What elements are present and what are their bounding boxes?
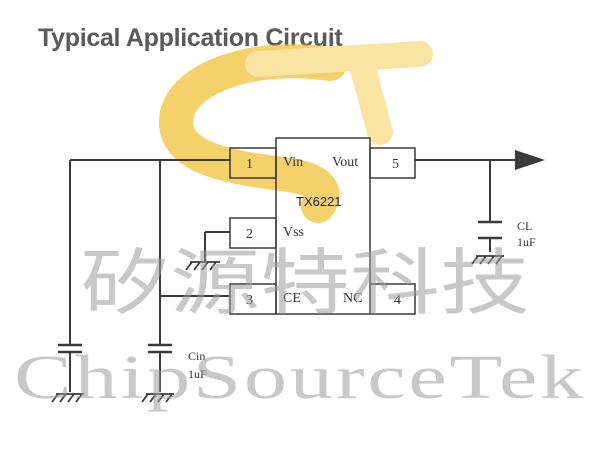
watermark-chinese: 矽源特科技 [80, 241, 530, 325]
wires [69, 159, 520, 392]
left-capacitor [58, 343, 82, 354]
cl-value: 1uF [517, 235, 536, 249]
pin1-number: 1 [246, 157, 253, 172]
pin1-box [229, 147, 277, 179]
pin3-box [229, 283, 277, 315]
pin4-box [369, 283, 416, 315]
logo-s-stroke [158, 44, 347, 223]
pin4-label: NC [343, 291, 362, 306]
watermark-english: ChipSourceTek [14, 344, 586, 412]
cl-name: CL [517, 219, 532, 233]
pin5-number: 5 [392, 157, 399, 172]
pin3-label: CE [283, 291, 301, 306]
pin2-label: Vss [283, 225, 304, 240]
cin-value: 1uF [188, 367, 207, 381]
logo-watermark [158, 41, 433, 223]
pin1-label: Vin [283, 155, 303, 170]
pin4-number: 4 [394, 293, 401, 308]
pin5-label: Vout [332, 155, 358, 170]
ground-icon-vss [185, 261, 220, 271]
chip-name: TX6221 [296, 194, 342, 209]
output-arrow-icon [515, 150, 545, 170]
pin2-box [229, 217, 277, 249]
ground-icon-cin [141, 393, 174, 403]
ground-icon-left [51, 393, 84, 403]
pin2-number: 2 [246, 227, 253, 242]
pin5-box [369, 147, 416, 179]
pin3-number: 3 [246, 293, 253, 308]
cin-name: Cin [188, 349, 205, 363]
ground-icon-cl [471, 255, 504, 265]
cl-capacitor [478, 220, 502, 240]
cin-capacitor [148, 343, 172, 354]
logo-t-stroke [245, 41, 433, 145]
